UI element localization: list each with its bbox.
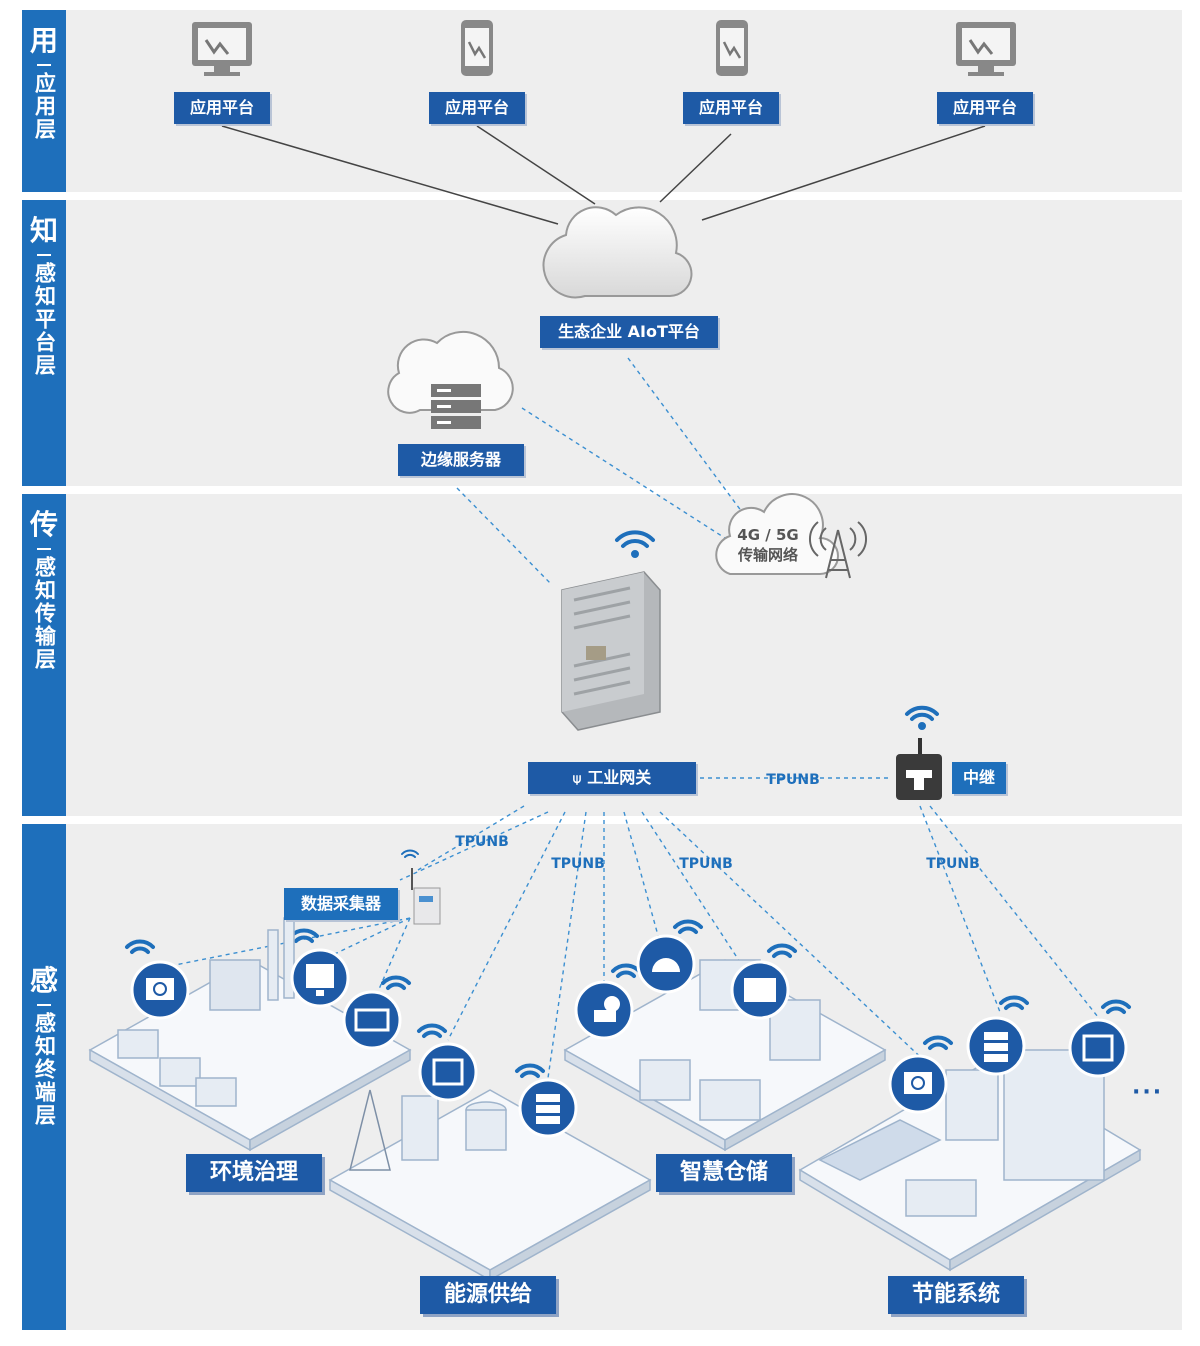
cell-tower-icon [808, 521, 868, 579]
scene-label-environment: 环境治理 [186, 1154, 322, 1192]
tank-badge-icon [574, 980, 634, 1040]
monitor-icon [192, 22, 252, 76]
app-platform-label: 应用平台 [937, 92, 1033, 124]
machine-badge-icon [418, 1042, 478, 1102]
edge-server-label: 边缘服务器 [398, 444, 524, 476]
gauge-badge-icon [888, 1054, 948, 1114]
app-platform-label: 应用平台 [174, 92, 270, 124]
phone-icon [716, 20, 748, 76]
cloud-icon [542, 206, 693, 299]
scene-label-energy: 能源供给 [420, 1276, 556, 1314]
protocol-label: TPUNB [766, 772, 820, 788]
protocol-label: TPUNB [679, 856, 733, 872]
app-platform-label: 应用平台 [683, 92, 779, 124]
layer-label-platform: 知感知平台层 [22, 200, 66, 486]
server-badge-icon [518, 1078, 578, 1138]
scene-tile-energy-saving [798, 1049, 1142, 1272]
phone-icon [461, 20, 493, 76]
router-badge-icon [290, 948, 350, 1008]
more-indicator: ··· [1132, 1080, 1164, 1105]
server-badge-icon [966, 1016, 1026, 1076]
monitor-icon [956, 22, 1016, 76]
scene-tile-energy [328, 1089, 652, 1282]
machine-badge-icon [1068, 1018, 1128, 1078]
layer-label-terminal: 感感知终端层 [22, 824, 66, 1330]
gateway-label: ⍦ 工业网关 [528, 762, 696, 794]
network-label-line1: 4G / 5G [737, 526, 798, 544]
scene-label-warehouse: 智慧仓储 [656, 1154, 792, 1192]
platform-links [221, 125, 986, 225]
layer-label-application: 用应用层 [22, 10, 66, 192]
edge-cloud-icon [387, 330, 514, 414]
network-cloud-icon [715, 493, 839, 575]
relay-label: 中继 [952, 762, 1006, 794]
protocol-label: TPUNB [455, 834, 509, 850]
data-collector-icon [411, 868, 441, 925]
protocol-label: TPUNB [926, 856, 980, 872]
protocol-label: TPUNB [551, 856, 605, 872]
gateway-label-text: 工业网关 [587, 768, 652, 787]
device-badges [130, 934, 1128, 1138]
gauge-badge-icon [130, 960, 190, 1020]
dome-badge-icon [636, 934, 696, 994]
server-icon [431, 384, 481, 429]
gateway-device-icon [561, 571, 661, 731]
relay-device-icon [896, 738, 942, 800]
wifi-icons [125, 530, 1131, 1078]
cabinet-badge-icon [730, 960, 790, 1020]
app-platform-label: 应用平台 [429, 92, 525, 124]
aiot-platform-label: 生态企业 AIoT平台 [540, 316, 718, 348]
sensor-array-badge-icon [342, 990, 402, 1050]
antenna-icon: ⍦ [572, 771, 582, 787]
network-label-line2: 传输网络 [737, 546, 798, 564]
scene-label-energy-saving: 节能系统 [888, 1276, 1024, 1314]
layer-label-transport: 传感知传输层 [22, 494, 66, 816]
scene-tile-warehouse [563, 959, 887, 1152]
collector-label: 数据采集器 [284, 888, 398, 920]
